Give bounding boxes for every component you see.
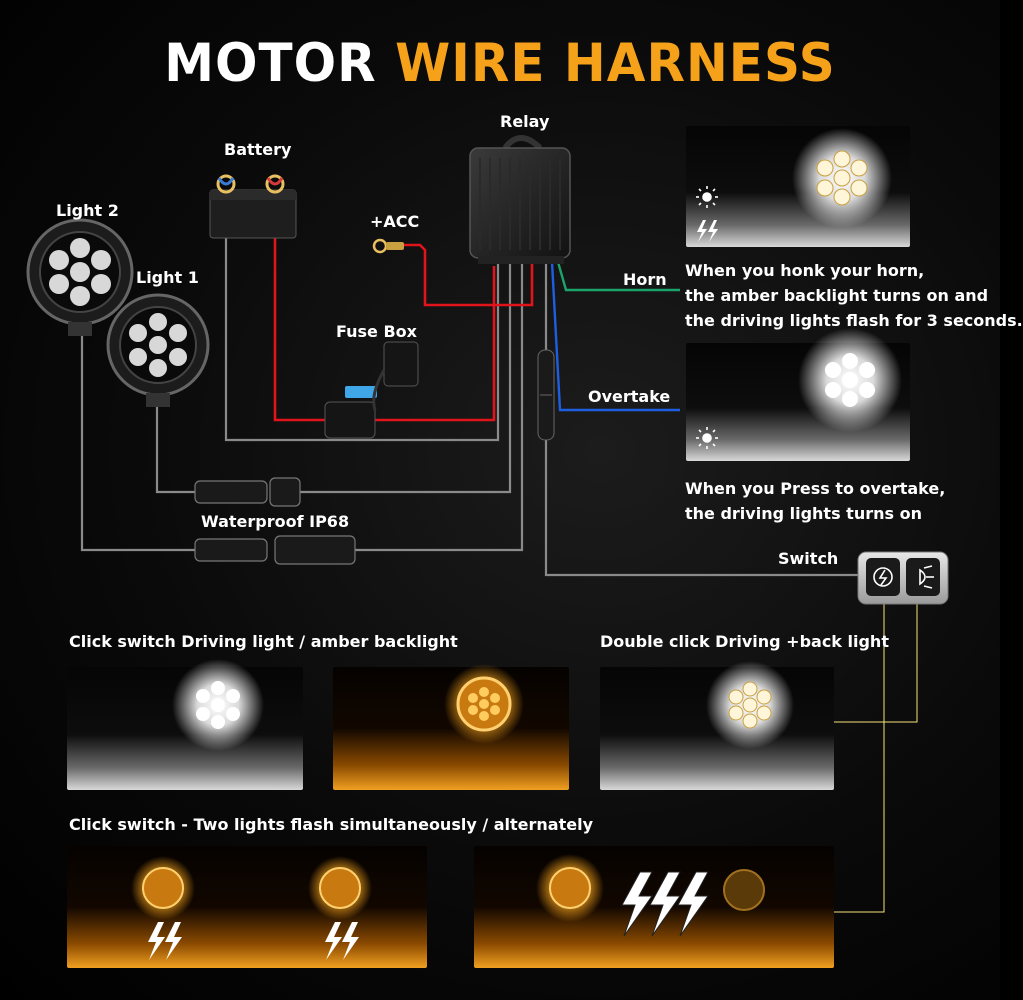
amber-backlight-lamp: [444, 664, 524, 744]
horn-label: Horn: [623, 270, 667, 289]
acc-label: +ACC: [370, 212, 420, 231]
overtake-label: Overtake: [588, 387, 671, 406]
overtake-desc-line: the driving lights turns on: [685, 504, 922, 523]
section-click-flash: Click switch - Two lights flash simultan…: [69, 815, 594, 834]
light2-label: Light 2: [56, 201, 119, 220]
horn-demo-lamp: [792, 128, 892, 228]
black-wires: [80, 225, 858, 577]
alternate-lamp-on: [536, 854, 604, 922]
switch-pointer-lines: [834, 600, 918, 913]
waterproof-label: Waterproof IP68: [201, 512, 350, 531]
driving-light-lamp: [172, 659, 264, 751]
title-part2: WIRE HARNESS: [395, 32, 836, 94]
overtake-description: When you Press to overtake, the driving …: [685, 476, 945, 526]
acc-terminal: [372, 238, 404, 254]
horn-desc-line: the amber backlight turns on and: [685, 286, 989, 305]
horn-desc-line: the driving lights flash for 3 seconds.: [685, 311, 1023, 330]
wiring-drawing: [26, 128, 949, 960]
relay-label: Relay: [500, 112, 550, 131]
alternate-lamp-off: [723, 869, 765, 911]
sun-icon: [696, 186, 718, 208]
red-wires: [273, 195, 534, 422]
switch-label: Switch: [778, 549, 839, 568]
lightning-icon: [697, 220, 718, 242]
flash-lamp-left: [131, 856, 195, 920]
section-double-click: Double click Driving +back light: [600, 632, 889, 651]
flash-icon: [873, 567, 893, 587]
inline-fuse-holder: [537, 349, 555, 441]
alternate-flash-photo: [474, 846, 834, 968]
horn-wire: [556, 261, 680, 292]
lightning-icon: [325, 922, 359, 960]
battery-label: Battery: [224, 140, 292, 159]
page-title: MOTOR WIRE HARNESS: [0, 33, 1000, 94]
horn-desc-line: When you honk your horn,: [685, 261, 925, 280]
headlight-icon: [919, 565, 934, 589]
flash-lamp-right: [308, 856, 372, 920]
light-1: [106, 293, 210, 407]
light1-label: Light 1: [136, 268, 199, 287]
overtake-demo-lamp: [798, 328, 902, 432]
relay-box: [469, 135, 571, 264]
lightning-icon: [621, 871, 709, 937]
fuse-box: [324, 341, 419, 439]
overtake-desc-line: When you Press to overtake,: [685, 479, 946, 498]
double-click-lamp: [706, 661, 794, 749]
lightning-icon: [148, 922, 182, 960]
switch: [857, 551, 949, 605]
title-part1: MOTOR: [164, 32, 377, 94]
sun-icon: [696, 427, 718, 449]
section-click-driving: Click switch Driving light / amber backl…: [69, 632, 458, 651]
battery: [209, 174, 297, 239]
simultaneous-flash-photo: [67, 846, 427, 968]
waterproof-connectors: [194, 477, 356, 565]
light-2: [26, 218, 134, 336]
fuse-box-label: Fuse Box: [336, 322, 417, 341]
overtake-wire: [550, 261, 680, 412]
horn-description: When you honk your horn, the amber backl…: [685, 258, 1023, 333]
